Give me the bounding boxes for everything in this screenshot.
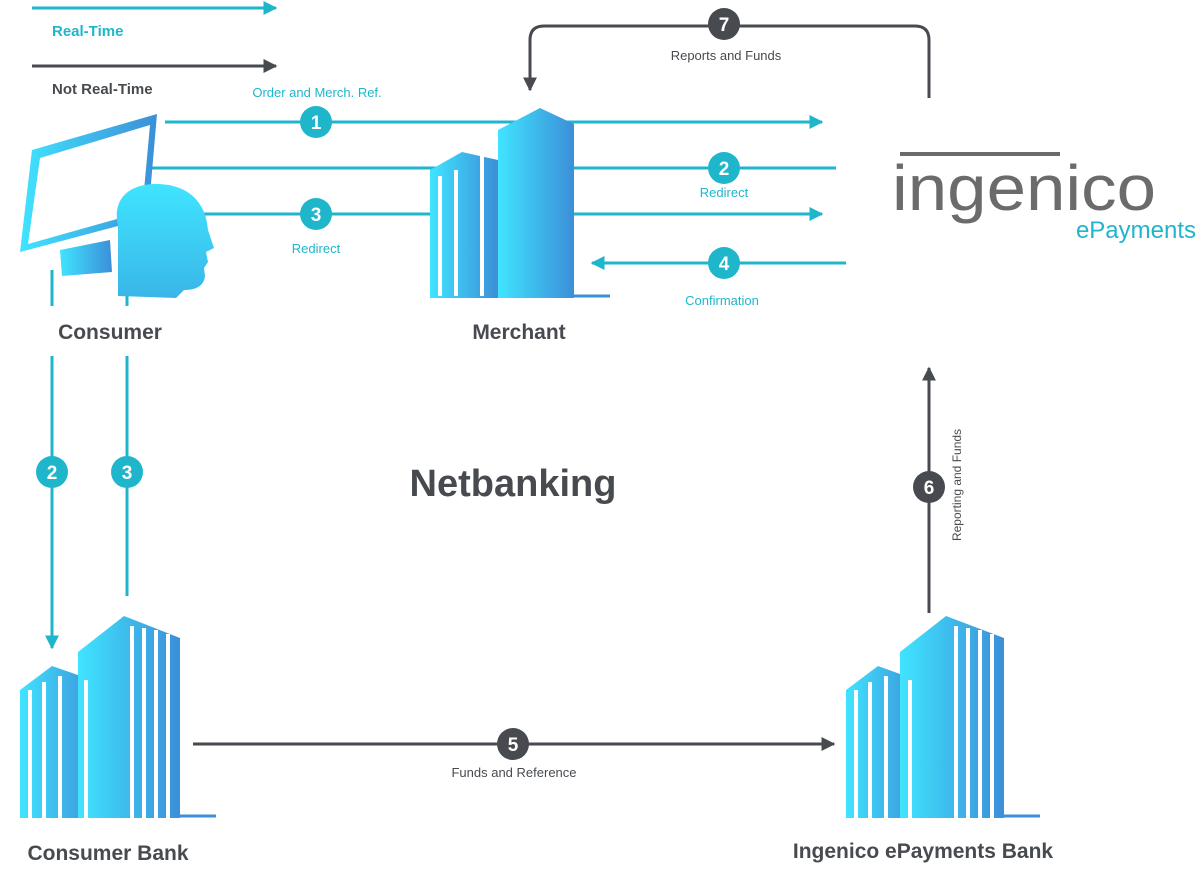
- step-label-5: Funds and Reference: [451, 765, 576, 780]
- step-badge-5: 5: [497, 728, 529, 760]
- merchant-building-icon: [430, 108, 610, 298]
- step-number: 2: [47, 463, 58, 484]
- step-label-6: Reporting and Funds: [950, 429, 964, 541]
- step-label-4: Confirmation: [685, 293, 759, 308]
- logo-wordmark: ingenico: [892, 152, 1156, 224]
- step-badge-circle: [708, 247, 740, 279]
- step-badge-circle: [300, 106, 332, 138]
- step-badge-circle: [913, 471, 945, 503]
- step-label-3: Redirect: [292, 241, 341, 256]
- actor-merchant-label: Merchant: [472, 321, 565, 344]
- ingenico-logo: ingenico ePayments: [892, 152, 1196, 244]
- step-badge-2-bank: 2: [36, 456, 68, 488]
- step-number: 3: [122, 463, 133, 484]
- step-number: 6: [924, 478, 935, 499]
- cbank-tower-right: [78, 616, 180, 818]
- actor-consumer-label: Consumer: [58, 321, 162, 344]
- step-number: 4: [719, 254, 730, 275]
- step-number: 7: [719, 15, 730, 36]
- step-number: 2: [719, 159, 730, 180]
- step-badge-2-merchant: 2: [708, 152, 740, 184]
- step-badge-circle: [708, 8, 740, 40]
- step-badge-1: 1: [300, 106, 332, 138]
- step-badge-circle: [111, 456, 143, 488]
- consumer-monitor-head-icon: [20, 114, 214, 298]
- step-badge-circle: [36, 456, 68, 488]
- step-badge-3-bank: 3: [111, 456, 143, 488]
- step-badge-3-merchant: 3: [300, 198, 332, 230]
- step-label-2: Redirect: [700, 185, 749, 200]
- consumer-bank-building-icon: [20, 616, 216, 818]
- monitor-stand-shape: [60, 240, 112, 276]
- step-number: 3: [311, 205, 322, 226]
- actor-acquirer-bank-label: Ingenico ePayments Bank: [793, 840, 1054, 863]
- step-badge-circle: [497, 728, 529, 760]
- step-label-7: Reports and Funds: [671, 48, 782, 63]
- head-shape: [116, 184, 214, 298]
- legend-not-realtime-label: Not Real-Time: [52, 81, 153, 98]
- acquirer-bank-building-icon: [846, 616, 1040, 818]
- step-number: 5: [508, 735, 519, 756]
- merchant-tower-right: [498, 108, 574, 298]
- legend-realtime-label: Real-Time: [52, 23, 123, 40]
- logo-tagline: ePayments: [1076, 217, 1196, 244]
- actor-consumer-bank-label: Consumer Bank: [27, 842, 188, 865]
- step-number: 1: [311, 113, 322, 134]
- abank-tower-right: [900, 616, 1004, 818]
- legend: Real-Time Not Real-Time: [32, 1, 278, 98]
- step-badge-6: 6: [913, 471, 945, 503]
- step-badge-7: 7: [708, 8, 740, 40]
- diagram-title: Netbanking: [410, 463, 617, 505]
- step-label-1: Order and Merch. Ref.: [252, 85, 381, 100]
- step-badge-4: 4: [708, 247, 740, 279]
- step-badge-circle: [300, 198, 332, 230]
- step-badge-circle: [708, 152, 740, 184]
